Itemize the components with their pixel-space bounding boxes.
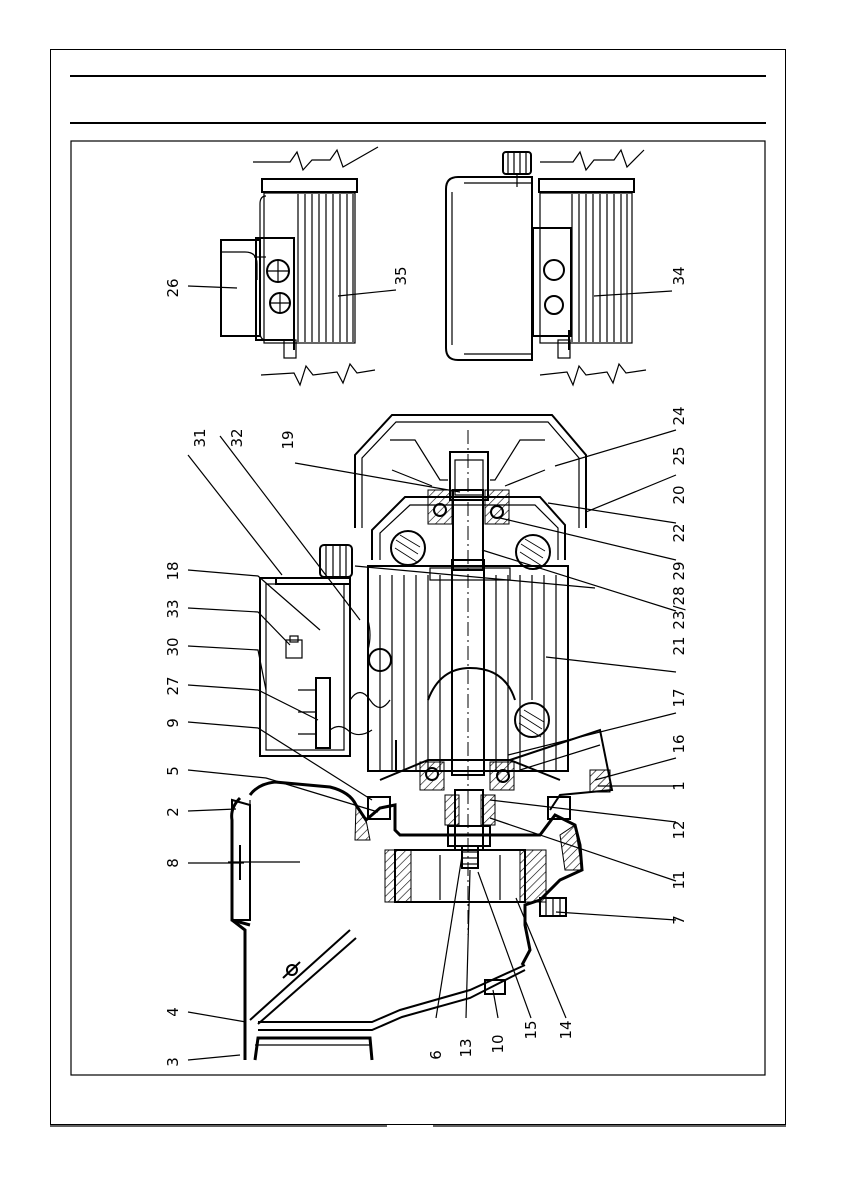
label-33: 33 <box>164 599 182 618</box>
terminal-box <box>260 545 391 756</box>
label-11: 11 <box>670 870 688 889</box>
label-26: 26 <box>164 278 182 297</box>
label-18: 18 <box>164 561 182 580</box>
label-19: 19 <box>279 430 297 449</box>
label-5: 5 <box>164 766 182 776</box>
label-7: 7 <box>670 915 688 925</box>
detail-view-left <box>221 147 378 385</box>
detail-view-right <box>446 150 646 385</box>
label-20: 20 <box>670 485 688 504</box>
label-17: 17 <box>670 688 688 707</box>
label-4: 4 <box>164 1007 182 1017</box>
label-14: 14 <box>557 1020 575 1039</box>
label-31: 31 <box>191 428 209 447</box>
label-34: 34 <box>670 266 688 285</box>
mechanical-seal <box>445 790 495 868</box>
label-16: 16 <box>670 734 688 753</box>
label-23-28: 23/28 <box>670 586 688 629</box>
part-labels: 3 4 8 2 5 9 27 30 33 18 32 31 19 26 35 3… <box>164 266 688 1066</box>
label-27: 27 <box>164 676 182 695</box>
label-22: 22 <box>670 523 688 542</box>
label-3: 3 <box>164 1057 182 1067</box>
label-35: 35 <box>392 266 410 285</box>
label-6: 6 <box>427 1050 445 1060</box>
stator-windings <box>391 531 550 737</box>
label-10: 10 <box>489 1034 507 1053</box>
label-30: 30 <box>164 637 182 656</box>
label-12: 12 <box>670 820 688 839</box>
pump-casing <box>228 782 582 1060</box>
label-2: 2 <box>164 807 182 817</box>
label-32: 32 <box>228 428 246 447</box>
label-13: 13 <box>457 1038 475 1057</box>
label-29: 29 <box>670 561 688 580</box>
label-9: 9 <box>164 718 182 728</box>
label-15: 15 <box>522 1020 540 1039</box>
label-24: 24 <box>670 406 688 425</box>
label-25: 25 <box>670 446 688 465</box>
label-1: 1 <box>670 781 688 791</box>
label-8: 8 <box>164 858 182 868</box>
leader-lines <box>188 286 676 1060</box>
label-21: 21 <box>670 636 688 655</box>
